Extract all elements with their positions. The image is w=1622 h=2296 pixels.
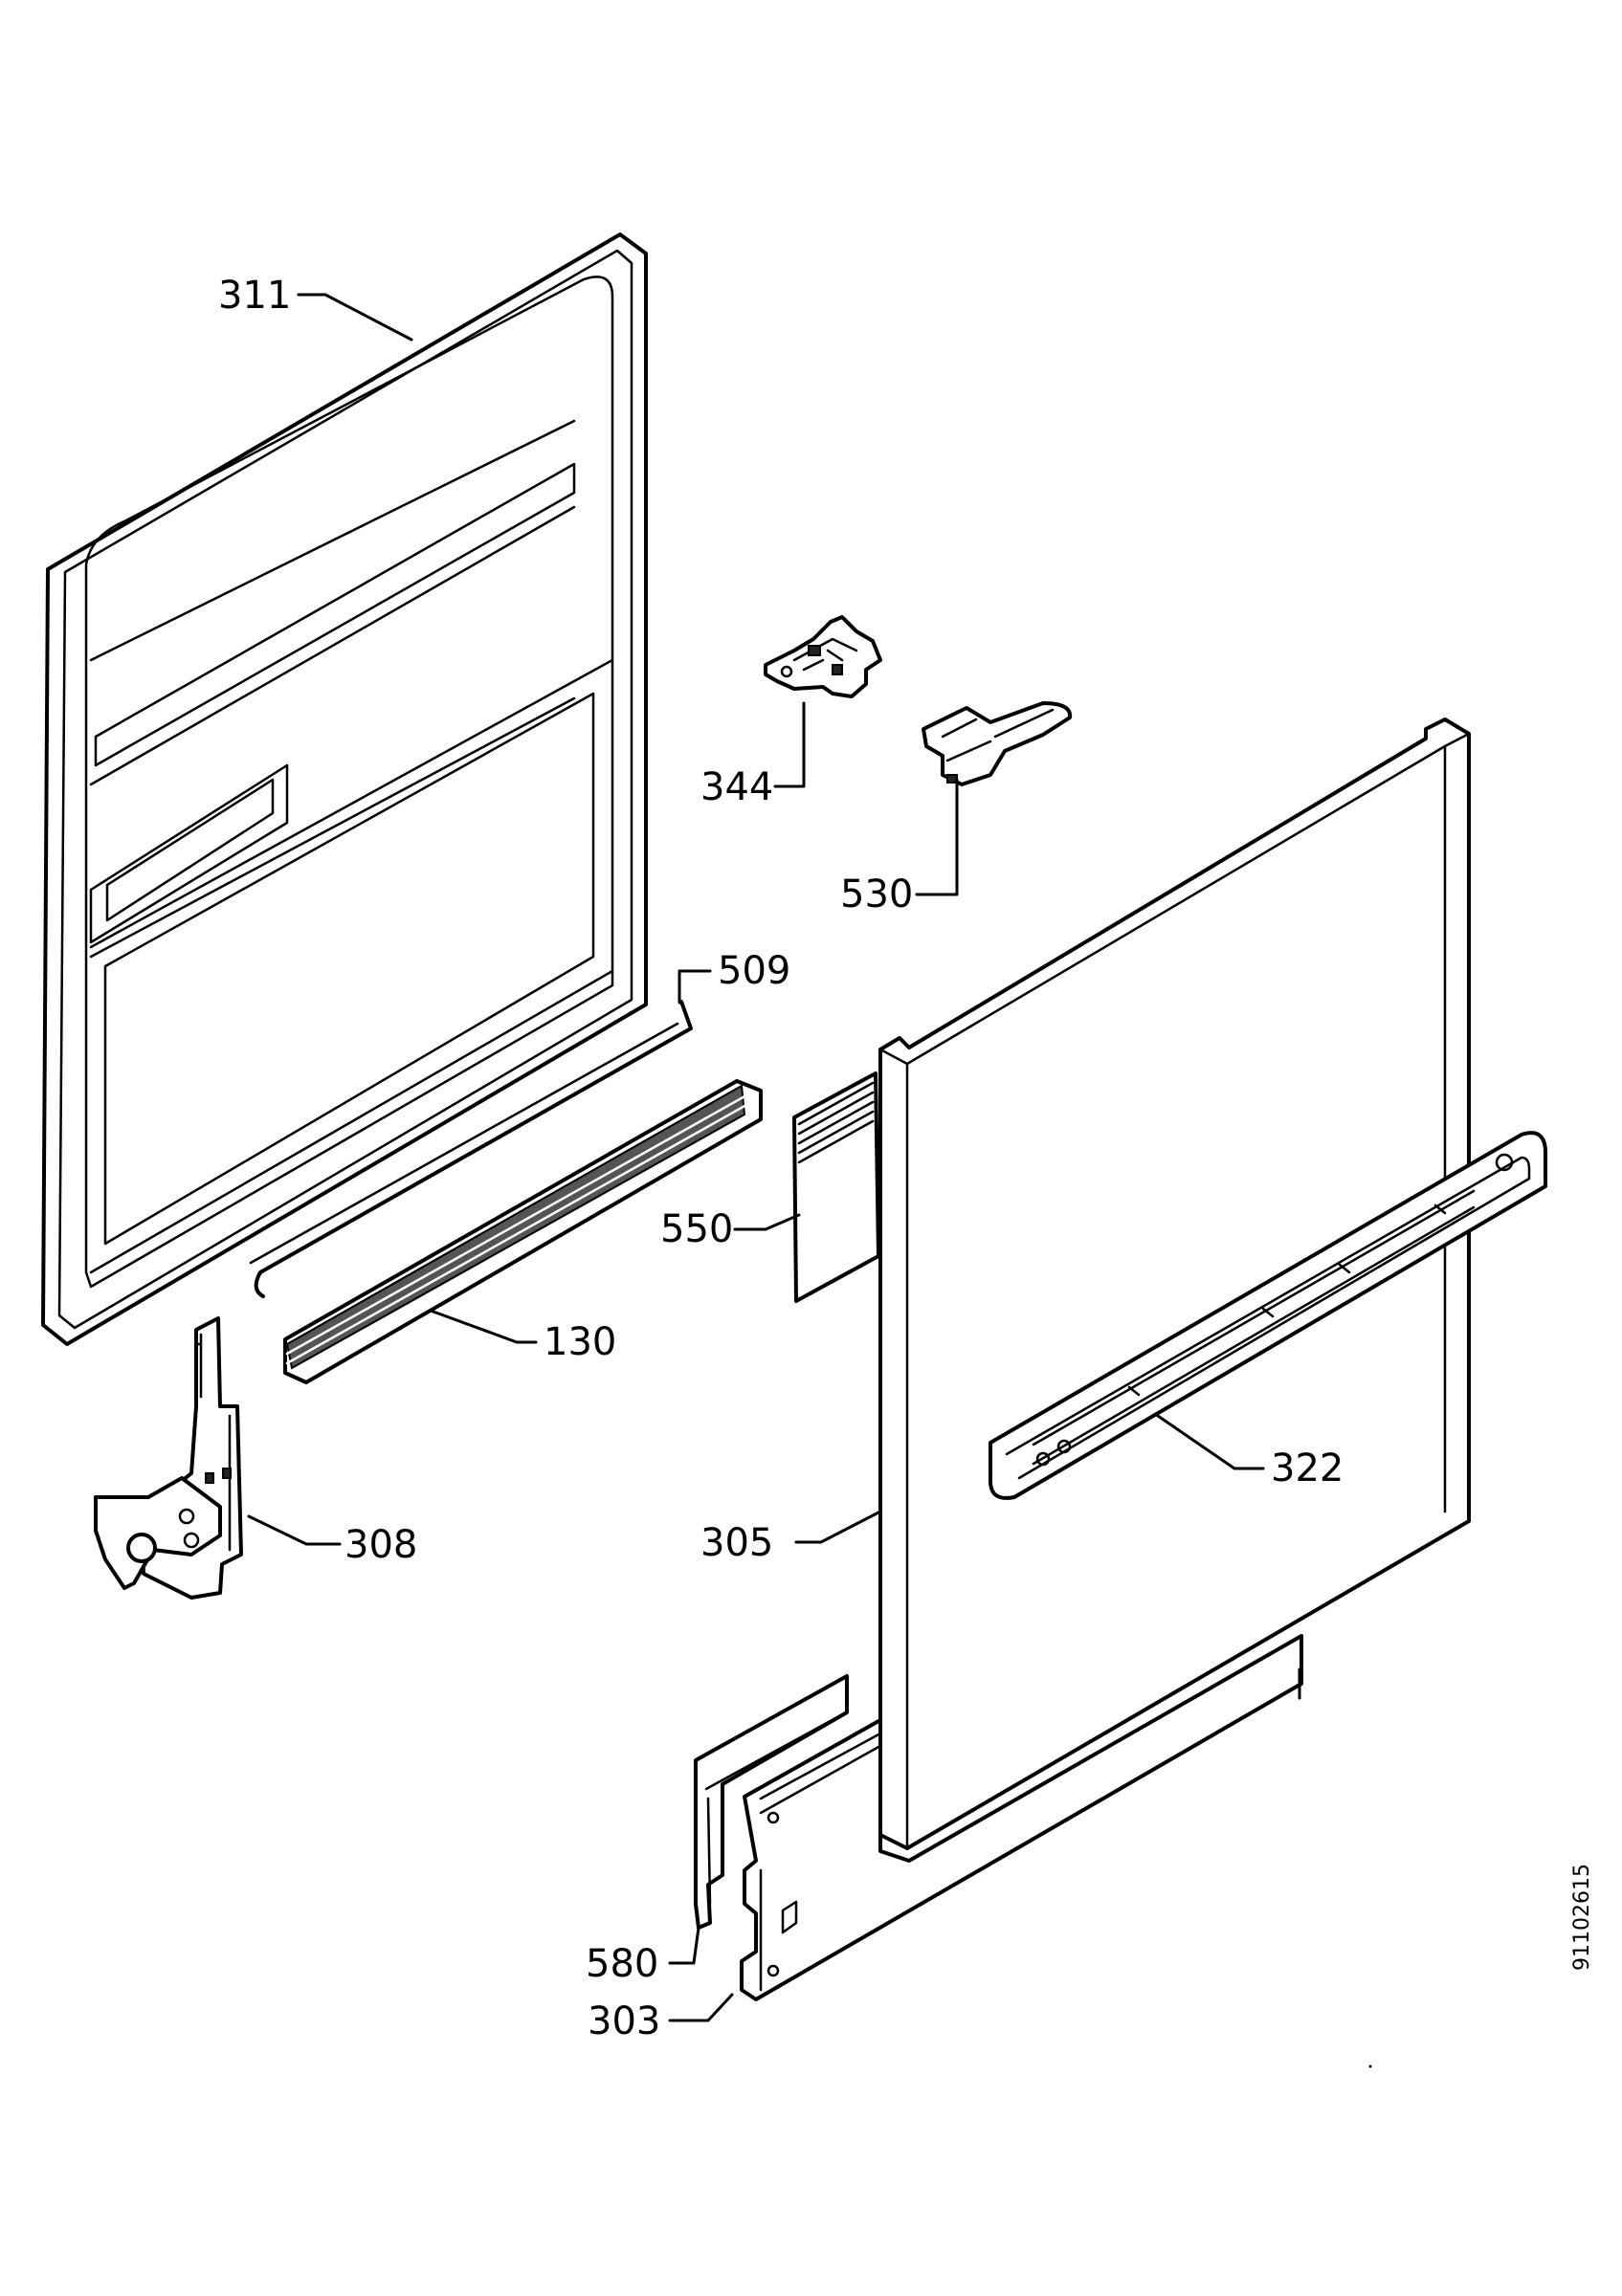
label-130: 130 [544, 1320, 616, 1364]
part-311-inner-door [41, 232, 648, 1346]
label-322: 322 [1271, 1446, 1344, 1490]
stray-mark [1368, 2064, 1372, 2068]
label-550: 550 [660, 1207, 733, 1251]
part-303-kick-plate [740, 1634, 1303, 2001]
part-530-handle-clip [922, 701, 1073, 786]
label-311: 311 [218, 274, 291, 318]
part-580-plinth-bracket [694, 1674, 849, 1930]
leader-530 [915, 778, 959, 896]
leader-311 [297, 293, 413, 342]
label-303: 303 [588, 1999, 660, 2043]
part-322-handle-rail [989, 1131, 1547, 1500]
part-308-hinge [94, 1316, 243, 1600]
leader-322 [1156, 1414, 1265, 1470]
label-580: 580 [586, 1942, 658, 1986]
leader-580 [668, 1926, 700, 1965]
part-550-panel [792, 1071, 880, 1303]
label-344: 344 [700, 765, 773, 809]
leader-305 [794, 1510, 882, 1544]
label-308: 308 [344, 1523, 417, 1567]
label-530: 530 [840, 872, 913, 916]
part-305-outer-door [878, 718, 1471, 1850]
leader-lines [247, 293, 1301, 2022]
leader-308 [247, 1514, 342, 1546]
label-305: 305 [700, 1521, 773, 1565]
label-509: 509 [718, 949, 790, 993]
document-id: 91102615 [1570, 1864, 1594, 1971]
leader-509 [678, 969, 712, 1004]
leader-550 [733, 1213, 801, 1231]
leader-303 [668, 1993, 734, 2022]
leader-344 [773, 701, 806, 788]
part-509-rod [249, 1000, 693, 1298]
part-344-latch [764, 615, 882, 698]
part-130-seal-strip [283, 1079, 763, 1384]
leader-130 [429, 1309, 538, 1344]
